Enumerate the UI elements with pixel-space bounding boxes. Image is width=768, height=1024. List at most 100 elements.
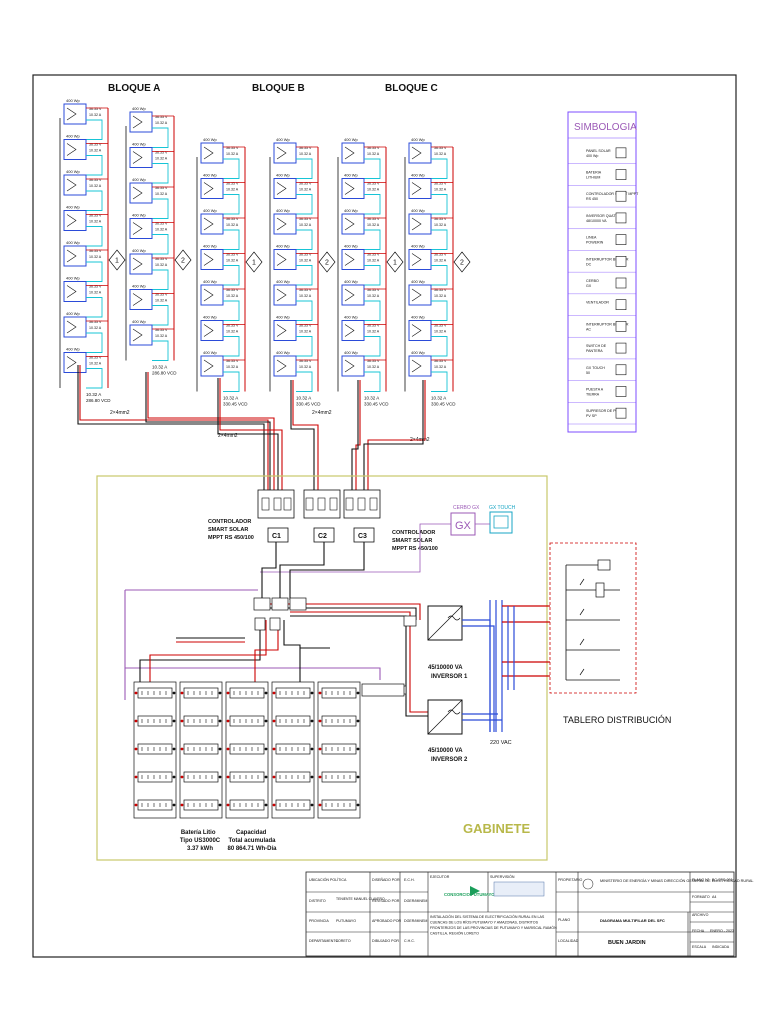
li-bus-box xyxy=(361,683,405,697)
dc-breaker xyxy=(305,497,314,511)
localidad-label: LOCALIDAD xyxy=(558,939,579,943)
string-badge xyxy=(174,249,192,271)
inverter-power: 45/10000 VA xyxy=(428,748,463,754)
battery-module xyxy=(226,743,268,755)
svg-text:10.32 A: 10.32 A xyxy=(299,223,312,227)
svg-text:10.32 A: 10.32 A xyxy=(89,326,102,330)
svg-text:50: 50 xyxy=(586,371,590,375)
string-voltage: 330.45 VCD xyxy=(431,402,456,407)
cable-label: 2×4mm2 xyxy=(218,433,238,439)
battery-module xyxy=(180,687,222,699)
svg-text:400 Wp: 400 Wp xyxy=(66,169,81,174)
svg-text:10.32 A: 10.32 A xyxy=(89,255,102,259)
svg-text:36.35 V: 36.35 V xyxy=(299,182,312,186)
battery-module xyxy=(272,771,314,783)
svg-text:400 Wp: 400 Wp xyxy=(203,350,218,355)
legend-row: VENTILADOR xyxy=(568,299,636,316)
proyecto-text-line: CASTILLA, REGIÓN LORETO xyxy=(430,931,479,936)
svg-text:400 Wp: 400 Wp xyxy=(203,244,218,249)
svg-text:SUPRESOR DE PICO: SUPRESOR DE PICO xyxy=(586,409,622,413)
svg-text:36.35 V: 36.35 V xyxy=(89,249,102,253)
svg-text:VENTILADOR: VENTILADOR xyxy=(586,301,609,305)
block-b-title: BLOQUE B xyxy=(252,83,305,94)
svg-text:36.35 V: 36.35 V xyxy=(155,186,168,190)
svg-text:36.35 V: 36.35 V xyxy=(155,328,168,332)
svg-text:400 Wp: 400 Wp xyxy=(66,276,81,281)
battery-module xyxy=(134,799,176,811)
archivo-label: ARCHIVO xyxy=(692,913,709,917)
svg-text:36.35 V: 36.35 V xyxy=(89,214,102,218)
battery-module xyxy=(134,715,176,727)
svg-text:10.32 A: 10.32 A xyxy=(226,188,239,192)
svg-text:400 Wp: 400 Wp xyxy=(276,279,291,284)
proyecto-text-line: CUENCAS DE LOS RÍOS PUTUMAYO Y AMAZONAS,… xyxy=(430,921,539,925)
svg-text:400 Wp: 400 Wp xyxy=(411,350,426,355)
dc-breaker xyxy=(357,497,366,511)
battery-module xyxy=(272,799,314,811)
svg-text:36.35 V: 36.35 V xyxy=(299,253,312,257)
string-badge xyxy=(318,251,336,273)
ac-bus xyxy=(462,600,550,732)
string-badge xyxy=(245,251,263,273)
controllers: C1 C2 C3 xyxy=(257,489,381,543)
pv-string: 400 Wp 36.35 V 10.32 A 400 Wp 36.35 V 10.32 A… xyxy=(269,137,336,407)
svg-text:36.35 V: 36.35 V xyxy=(434,288,447,292)
controller-id: C2 xyxy=(318,533,327,540)
battery-module xyxy=(226,687,268,699)
battery-module xyxy=(318,687,360,699)
svg-text:400 Wp: 400 Wp xyxy=(411,137,426,142)
dc-breaker xyxy=(283,497,292,511)
svg-text:36.35 V: 36.35 V xyxy=(89,107,102,111)
string-voltage: 330.45 VCD xyxy=(364,402,389,407)
svg-text:10.32 A: 10.32 A xyxy=(299,365,312,369)
propietario-value: MINISTERIO DE ENERGÍA Y MINAS DIRECCIÓN … xyxy=(600,878,754,883)
svg-text:36.35 V: 36.35 V xyxy=(299,217,312,221)
svg-text:400 Wp: 400 Wp xyxy=(132,142,147,147)
battery-module xyxy=(318,715,360,727)
svg-text:400 Wp: 400 Wp xyxy=(411,244,426,249)
svg-text:36.35 V: 36.35 V xyxy=(155,293,168,297)
svg-text:36.35 V: 36.35 V xyxy=(299,359,312,363)
gx-bus xyxy=(260,523,490,573)
svg-text:400 Wp: 400 Wp xyxy=(276,208,291,213)
string-badge-number: 1 xyxy=(115,258,119,265)
escala-value: INDICADA xyxy=(712,945,730,949)
controller-id: C1 xyxy=(272,533,281,540)
svg-text:36.35 V: 36.35 V xyxy=(299,146,312,150)
svg-text:36.35 V: 36.35 V xyxy=(226,146,239,150)
svg-text:36.35 V: 36.35 V xyxy=(434,359,447,363)
string-current: 10.32 A xyxy=(296,396,311,401)
svg-text:400 Wp: 400 Wp xyxy=(344,279,359,284)
battery-module xyxy=(226,715,268,727)
svg-text:36.35 V: 36.35 V xyxy=(299,324,312,328)
battery-module xyxy=(226,799,268,811)
svg-text:10.32 A: 10.32 A xyxy=(89,291,102,295)
string-current: 10.32 A xyxy=(431,396,446,401)
svg-text:400 Wp: 400 Wp xyxy=(66,98,81,103)
svg-text:10.32 A: 10.32 A xyxy=(299,152,312,156)
svg-text:DC: DC xyxy=(586,262,592,266)
svg-text:400 Wp: 400 Wp xyxy=(411,315,426,320)
svg-text:SWITCH DE: SWITCH DE xyxy=(586,344,607,348)
gx-touch: GX TOUCH xyxy=(489,505,516,534)
svg-text:10.32 A: 10.32 A xyxy=(299,259,312,263)
ejecutor-logo: CONSORCIO PUTUMAYO xyxy=(444,892,495,897)
svg-text:36.35 V: 36.35 V xyxy=(155,257,168,261)
